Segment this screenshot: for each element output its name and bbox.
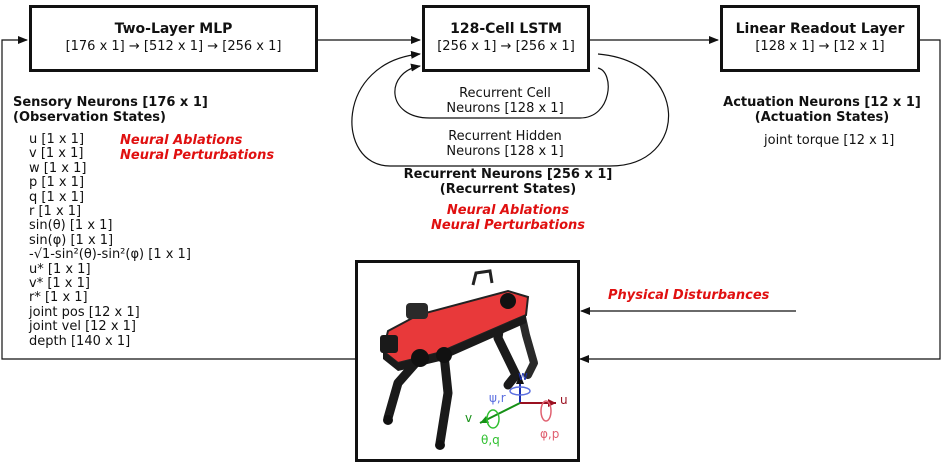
axis-w-label: w [518, 369, 528, 383]
axis-v-label: v [465, 411, 473, 425]
sensory-item: u* [1 x 1] [29, 261, 91, 277]
sensory-item: joint vel [12 x 1] [29, 319, 136, 335]
readout-dims: [128 x 1] → [12 x 1] [755, 39, 885, 54]
mlp-title: Two-Layer MLP [114, 21, 233, 37]
sensory-item: u [1 x 1] [29, 132, 85, 147]
sensory-title-line1: Sensory Neurons [176 x 1] [13, 95, 208, 110]
sensory-item: r* [1 x 1] [29, 290, 88, 306]
robot-image-box: w ψ,r u φ,p v θ,q [355, 260, 580, 462]
recurrent-cell-line1: Recurrent Cell [459, 86, 551, 101]
axis-phi-p-label: φ,p [540, 427, 560, 441]
recurrent-hidden-label: Recurrent Hidden Neurons [128 x 1] [420, 129, 590, 159]
loop-recurrent-cell [394, 63, 609, 119]
sensory-perturbations-label: Neural Perturbations [120, 148, 275, 163]
actuation-item: joint torque [12 x 1] [764, 133, 895, 148]
sensory-item: w [1 x 1] [29, 160, 87, 176]
sensory-item: sin(θ) [1 x 1] [29, 218, 113, 234]
lstm-dims: [256 x 1] → [256 x 1] [437, 39, 575, 54]
sensory-list: u [1 x 1]v [1 x 1]w [1 x 1]p [1 x 1]q [1… [29, 132, 191, 349]
axis-u-label: u [560, 393, 568, 407]
readout-title: Linear Readout Layer [735, 21, 905, 37]
actuation-title: Actuation Neurons [12 x 1] (Actuation St… [706, 95, 938, 125]
sensory-title-line2: (Observation States) [13, 110, 166, 125]
arrow-robot-to-mlp [1, 36, 355, 360]
sensory-ablations-label: Neural Ablations [120, 133, 243, 148]
arrow-readout-to-robot [579, 39, 941, 363]
recurrent-hidden-line2: Neurons [128 x 1] [446, 144, 564, 159]
mlp-dims: [176 x 1] → [512 x 1] → [256 x 1] [65, 39, 282, 54]
sensory-item: v [1 x 1] [29, 146, 84, 162]
loop-recurrent-hidden [351, 50, 670, 167]
sensory-item: q [1 x 1] [29, 189, 85, 205]
sensory-item: p [1 x 1] [29, 175, 85, 191]
sensory-item: joint pos [12 x 1] [29, 304, 140, 320]
recurrent-ablations-label: Neural Ablations [446, 203, 570, 218]
sensory-interventions: Neural Ablations Neural Perturbations [120, 133, 274, 163]
recurrent-hidden-line1: Recurrent Hidden [448, 129, 562, 144]
recurrent-neurons-subtitle: (Recurrent States) [439, 182, 577, 197]
recurrent-neurons-title: Recurrent Neurons [256 x 1] [403, 167, 613, 182]
physical-disturbances-label: Physical Disturbances [608, 288, 770, 303]
quadruped-robot-illustration [380, 269, 556, 450]
recurrent-cell-line2: Neurons [128 x 1] [446, 101, 564, 116]
recurrent-neurons-label: Recurrent Neurons [256 x 1] (Recurrent S… [390, 167, 626, 197]
mlp-box: Two-Layer MLP [176 x 1] → [512 x 1] → [2… [29, 5, 318, 72]
recurrent-cell-label: Recurrent Cell Neurons [128 x 1] [430, 86, 580, 116]
sensory-item: -√1-sin²(θ)-sin²(φ) [1 x 1] [29, 247, 191, 263]
lstm-box: 128-Cell LSTM [256 x 1] → [256 x 1] [422, 5, 590, 72]
sensory-item: v* [1 x 1] [29, 276, 90, 292]
lstm-title: 128-Cell LSTM [450, 21, 562, 37]
actuation-title-line2: (Actuation States) [754, 110, 890, 125]
recurrent-perturbations-label: Neural Perturbations [430, 218, 586, 233]
recurrent-interventions: Neural Ablations Neural Perturbations [420, 203, 596, 233]
sensory-item: depth [140 x 1] [29, 333, 131, 349]
axis-theta-q-label: θ,q [481, 433, 500, 447]
axis-psi-r-label: ψ,r [489, 391, 506, 405]
sensory-item: r [1 x 1] [29, 204, 82, 220]
sensory-item: sin(φ) [1 x 1] [29, 232, 114, 248]
sensory-title: Sensory Neurons [176 x 1] (Observation S… [13, 95, 208, 125]
readout-box: Linear Readout Layer [128 x 1] → [12 x 1… [720, 5, 920, 72]
actuation-title-line1: Actuation Neurons [12 x 1] [723, 95, 921, 110]
